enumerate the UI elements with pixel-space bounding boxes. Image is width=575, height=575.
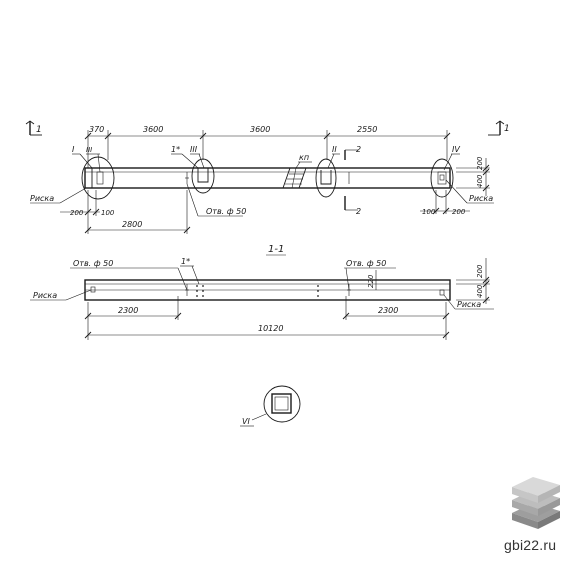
logo-icon xyxy=(512,477,560,529)
riska-section-left: Риска xyxy=(33,291,57,300)
dim-400-section-right: 400 xyxy=(476,284,484,298)
dim-2800: 2800 xyxy=(122,220,142,229)
section-title: 1-1 xyxy=(268,244,284,255)
dim-10120: 10120 xyxy=(258,324,283,333)
cut2-top-label: 2 xyxy=(356,145,361,154)
dim-100-bottom-right: 100 xyxy=(422,208,436,216)
dim-220: 220 xyxy=(367,274,375,288)
hole-label-plan: Отв. ф 50 xyxy=(206,207,246,216)
detail-VI-label: VI xyxy=(242,417,250,426)
hole-label-right: Отв. ф 50 xyxy=(346,259,386,268)
riska-label-right: Риска xyxy=(469,194,493,203)
node-label-IV: IV xyxy=(452,145,460,154)
section-1star-label: 1* xyxy=(181,257,190,266)
section-dots-left xyxy=(196,285,204,297)
section-mark-left-label: 1 xyxy=(36,125,42,135)
hole-label-left: Отв. ф 50 xyxy=(73,259,113,268)
detail-VI: VI xyxy=(240,385,301,427)
dim-200-right: 200 xyxy=(476,156,484,170)
dim-2300-left: 2300 xyxy=(118,306,138,315)
dim-3600-a: 3600 xyxy=(143,125,163,134)
dim-200-section-right: 200 xyxy=(476,264,484,278)
dim-100-bottom-left: 100 xyxy=(101,209,115,217)
node-label-III: III xyxy=(86,146,92,154)
dim-200-bottom-right: 200 xyxy=(452,208,466,216)
section-mark-left: 1 xyxy=(25,120,42,136)
beam-plan-outline xyxy=(84,167,451,189)
node-circle-II xyxy=(315,158,337,198)
section-mark-right: 1 xyxy=(488,120,510,136)
kp-label: кп xyxy=(299,153,309,162)
section-view: 1-1 Отв. ф 50 1* Отв. xyxy=(30,244,494,340)
node-circle-1star xyxy=(191,158,215,194)
kp-element xyxy=(282,167,307,189)
node-circle-right xyxy=(430,158,454,198)
node-label-I: I xyxy=(72,145,75,154)
node-label-III-b: III xyxy=(190,145,198,154)
section-mark-right-label: 1 xyxy=(504,124,510,134)
node-circle-left xyxy=(81,156,115,200)
section-dots-right xyxy=(317,285,319,297)
dim-400-right: 400 xyxy=(476,174,484,188)
dim-2300-right: 2300 xyxy=(378,306,398,315)
node-label-1star: 1* xyxy=(171,145,180,154)
cut2-bottom-label: 2 xyxy=(356,207,361,216)
plan-view: 370 3600 3600 2550 I III 1* III II xyxy=(30,125,494,234)
site-url[interactable]: gbi22.ru xyxy=(504,537,557,553)
dim-370: 370 xyxy=(89,125,104,134)
node-label-II: II xyxy=(332,145,337,154)
riska-label-left: Риска xyxy=(30,194,54,203)
dim-200-bottom-left: 200 xyxy=(70,209,84,217)
dim-2550: 2550 xyxy=(357,125,377,134)
dim-3600-b: 3600 xyxy=(250,125,270,134)
riska-section-right: Риска xyxy=(457,300,481,309)
